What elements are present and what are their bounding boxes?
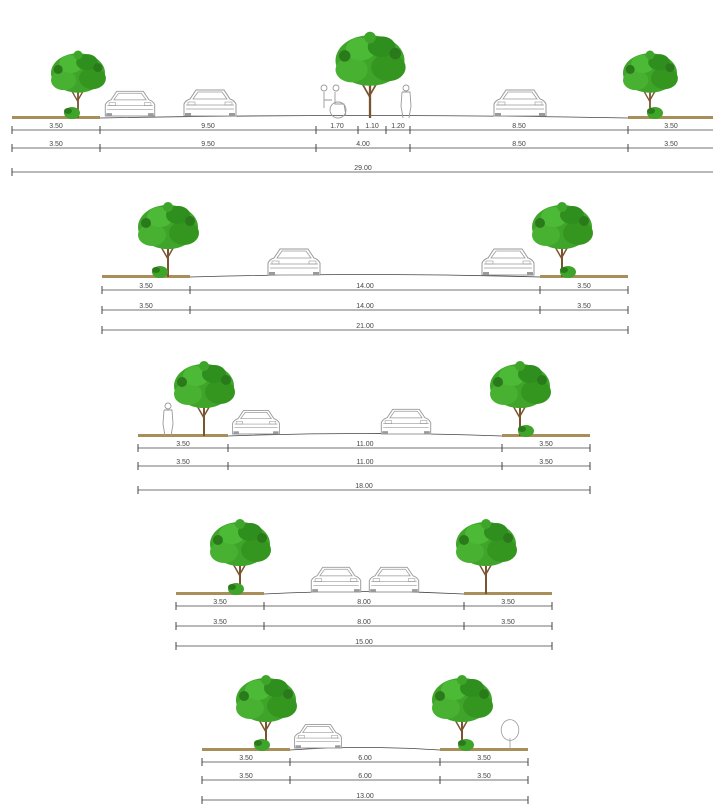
dimension-label: 3.50 [577,283,591,290]
dimension-label: 1.10 [365,123,379,130]
car-icon [294,724,342,749]
dimension-label: 11.00 [357,441,374,448]
road-profile [189,274,541,278]
tree-icon [209,518,272,595]
sidewalk-left [12,116,100,119]
sidewalk-right [540,275,628,278]
road-profile [99,115,629,119]
tree-icon [235,674,298,751]
dimension-label: 8.00 [357,599,371,606]
dimension-label: 3.50 [176,441,190,448]
sidewalk-left [102,275,190,278]
dimension-label: 3.50 [664,141,678,148]
sidewalk-right [440,748,528,751]
dimension-label: 3.50 [239,755,253,762]
sidewalk-right [464,592,552,595]
car-icon [232,410,280,435]
cross-section-5: 3.50 6.00 3.50 3.50 6.00 3.50 13.00 [201,719,529,804]
dimension-label: 3.50 [539,459,553,466]
dimension-label: 29.00 [354,165,372,172]
cross-section-4: 3.50 8.00 3.50 3.50 8.00 3.50 15.00 [175,591,553,650]
car-icon [481,248,535,276]
dimension-label: 3.50 [501,619,515,626]
tree-icon [531,201,594,278]
dimension-label: 15.00 [355,639,373,646]
dimension-label: 3.50 [139,303,153,310]
tree-icon [50,49,107,119]
shrub-icon [647,107,663,119]
pedestrian-icon [162,402,174,437]
dimension-label: 9.50 [201,141,215,148]
shrub-icon [458,739,474,751]
shrub-icon [152,266,168,278]
sidewalk-right [628,116,713,119]
dimension-label: 21.00 [356,323,374,330]
dimension-label: 1.70 [330,123,344,130]
dimension-label: 11.00 [357,459,374,466]
tree-icon [622,49,679,119]
sidewalk-left [202,748,290,751]
car-icon [493,89,547,117]
cross-section-3: 3.50 11.00 3.50 3.50 11.00 3.50 18.00 [137,433,591,494]
tree-icon [455,518,518,595]
dimension-label: 14.00 [356,303,374,310]
dimension-label: 3.50 [577,303,591,310]
tree-icon [173,360,236,437]
dimension-label: 1.20 [391,123,405,130]
dimension-label: 18.00 [355,483,373,490]
dimension-label: 13.00 [356,793,374,800]
tree-icon [137,201,200,278]
small-tree-icon [500,719,520,750]
shrub-icon [560,266,576,278]
dimension-label: 9.50 [201,123,215,130]
dimension-label: 6.00 [358,755,372,762]
shrub-icon [254,739,270,751]
sidewalk-right [502,434,590,437]
dimension-label: 4.00 [356,141,370,148]
dimension-label: 6.00 [358,773,372,780]
sidewalk-left [176,592,264,595]
dimension-label: 3.50 [213,599,227,606]
shrub-icon [64,107,80,119]
dimension-label: 8.50 [512,123,526,130]
wheelchair-user-icon [320,84,347,119]
car-icon [380,408,432,435]
dimension-label: 14.00 [356,283,374,290]
cross-section-1: 3.50 9.50 1.70 1.10 1.20 8.50 3.50 3.50 9.50 4.00… [11,115,713,176]
dimension-label: 3.50 [477,773,491,780]
dimension-label: 3.50 [213,619,227,626]
dimension-label: 8.50 [512,141,526,148]
dimension-label: 8.00 [357,619,371,626]
car-icon [368,566,420,593]
tree-icon [489,360,552,437]
car-icon [104,90,156,117]
shrub-icon [228,583,244,595]
road-profile [263,591,465,595]
car-icon [267,248,321,276]
tree-icon [431,674,494,751]
dimension-label: 3.50 [501,599,515,606]
pedestrian-icon [400,84,412,119]
dimension-label: 3.50 [49,141,63,148]
dimension-label: 3.50 [49,123,63,130]
dimension-label: 3.50 [139,283,153,290]
dimension-label: 3.50 [239,773,253,780]
car-icon [310,566,362,593]
road-profile [227,433,503,437]
dimension-label: 3.50 [477,755,491,762]
cross-section-2: 3.50 14.00 3.50 3.50 14.00 3.50 21.00 [101,274,629,334]
road-profile [289,747,441,751]
tree-icon [334,30,407,120]
dimension-label: 3.50 [664,123,678,130]
shrub-icon [518,425,534,437]
car-icon [183,89,237,117]
sidewalk-left [138,434,228,437]
dimension-label: 3.50 [176,459,190,466]
dimension-label: 3.50 [539,441,553,448]
